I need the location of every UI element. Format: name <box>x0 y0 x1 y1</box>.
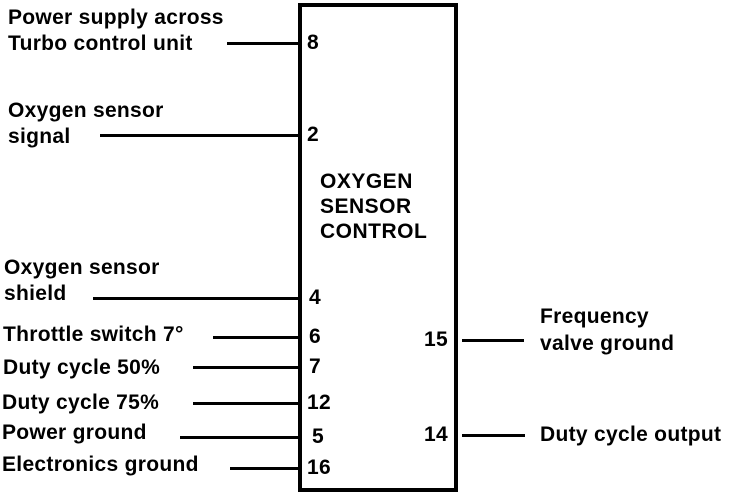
pin-6-label: Throttle switch 7° <box>3 322 184 348</box>
pin-4-label-line-2: shield <box>4 282 67 305</box>
pin-2-number: 2 <box>307 123 319 146</box>
pin-8-number: 8 <box>307 31 319 54</box>
wire-pin-16 <box>230 467 298 470</box>
wire-pin-7 <box>193 366 298 369</box>
pin-7-label-line-1: Duty cycle 50% <box>3 356 161 379</box>
pin-12-label-line-1: Duty cycle 75% <box>2 391 160 414</box>
pin-7-label: Duty cycle 50% <box>3 355 160 381</box>
pin-14-number: 14 <box>424 423 448 446</box>
wire-pin-4 <box>93 297 298 300</box>
pin-4-label: Oxygen sensor shield <box>4 255 160 307</box>
unit-title-line-2: SENSOR <box>320 195 412 218</box>
unit-title-line-1: OXYGEN <box>320 170 413 193</box>
wire-pin-8 <box>227 42 298 45</box>
pin-15-label-line-2: valve ground <box>540 332 675 355</box>
pin-5-number: 5 <box>312 425 324 448</box>
oxygen-sensor-control-title: OXYGEN SENSOR CONTROL <box>320 169 427 244</box>
pin-14-label-line-1: Duty cycle output <box>540 423 722 446</box>
pin-7-number: 7 <box>309 355 321 378</box>
pin-8-label-line-1: Power supply across <box>8 6 224 29</box>
pin-2-label-line-1: Oxygen sensor <box>8 99 164 122</box>
unit-title-line-3: CONTROL <box>320 220 428 243</box>
pin-5-label-line-1: Power ground <box>2 421 147 444</box>
pin-2-label-line-2: signal <box>8 125 71 148</box>
pin-6-label-line-1: Throttle switch 7° <box>3 323 184 346</box>
pin-15-label: Frequency valve ground <box>540 303 674 357</box>
pin-8-label: Power supply across Turbo control unit <box>8 5 224 57</box>
pin-16-label: Electronics ground <box>2 452 199 478</box>
wire-pin-5 <box>180 436 298 439</box>
wire-pin-6 <box>213 336 298 339</box>
pin-8-label-line-2: Turbo control unit <box>8 32 193 55</box>
pin-4-number: 4 <box>309 286 321 309</box>
pin-12-number: 12 <box>307 391 331 414</box>
pin-12-label: Duty cycle 75% <box>2 390 159 416</box>
pin-6-number: 6 <box>309 325 321 348</box>
wire-pin-2 <box>100 134 298 137</box>
pin-16-number: 16 <box>307 456 331 479</box>
pin-4-label-line-1: Oxygen sensor <box>4 256 160 279</box>
pin-5-label: Power ground <box>2 420 147 446</box>
pin-15-number: 15 <box>424 328 448 351</box>
pin-15-label-line-1: Frequency <box>540 305 649 328</box>
wire-pin-14 <box>462 434 525 437</box>
pin-14-label: Duty cycle output <box>540 422 721 448</box>
wire-pin-12 <box>193 402 298 405</box>
pin-2-label: Oxygen sensor signal <box>8 98 164 150</box>
oxygen-sensor-control-box <box>298 3 458 492</box>
pin-16-label-line-1: Electronics ground <box>2 453 199 476</box>
wire-pin-15 <box>462 339 524 342</box>
